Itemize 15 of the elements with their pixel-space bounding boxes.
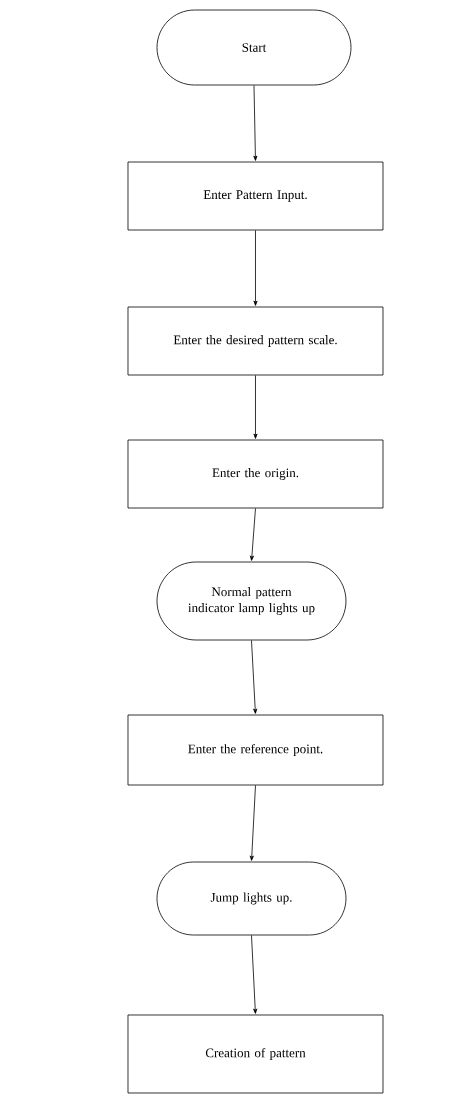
arrow [249, 785, 256, 861]
terminal-box: Jump lights up. [156, 861, 347, 936]
terminal-box: Normal pattern indicator lamp lights up [156, 561, 347, 641]
process-box: Enter the origin. [127, 439, 384, 509]
arrow [253, 375, 258, 439]
process-box: Creation of pattern [127, 1014, 384, 1094]
arrow [253, 230, 258, 306]
arrow [253, 85, 258, 161]
terminal-box: Start [156, 9, 352, 86]
arrow [251, 935, 258, 1014]
arrow [249, 508, 256, 561]
arrow [251, 640, 258, 714]
process-box: Enter Pattern Input. [127, 161, 384, 231]
process-box: Enter the reference point. [127, 714, 384, 786]
process-box: Enter the desired pattern scale. [127, 306, 384, 376]
